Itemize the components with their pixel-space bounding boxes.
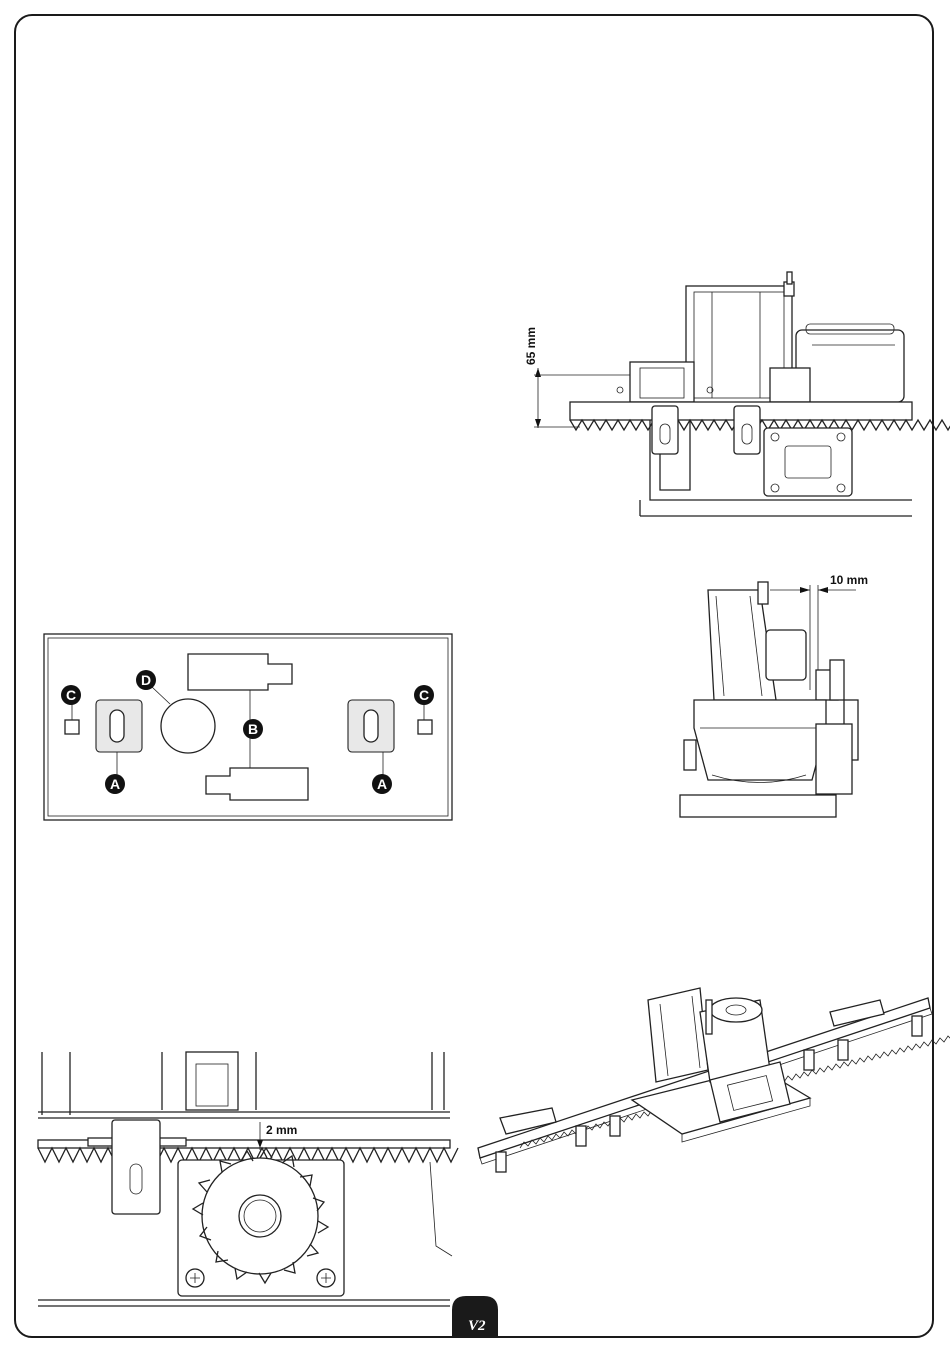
figure-pinion-rack: 2 mm [38,1052,458,1306]
cable-hole-d [161,699,215,753]
svg-text:D: D [141,672,151,688]
figure-isometric [478,988,950,1172]
square-c-right [418,720,432,734]
figure-baseplate: A A B C C D [44,634,452,820]
figure-motor-height: 65 mm [524,272,950,516]
svg-text:C: C [66,687,76,703]
callout-b: B [243,719,263,739]
square-c-left [65,720,79,734]
svg-text:B: B [248,721,258,737]
footer-logo-tab: V2 [452,1296,498,1338]
svg-text:C: C [419,687,429,703]
v2-logo: V2 [468,1318,486,1334]
dimension-10mm: 10 mm [830,573,868,587]
svg-text:A: A [110,776,120,792]
dimension-2mm: 2 mm [266,1123,297,1137]
figure-motor-gap: 10 mm [680,573,868,817]
svg-text:A: A [377,776,387,792]
dimension-65mm: 65 mm [524,327,538,365]
